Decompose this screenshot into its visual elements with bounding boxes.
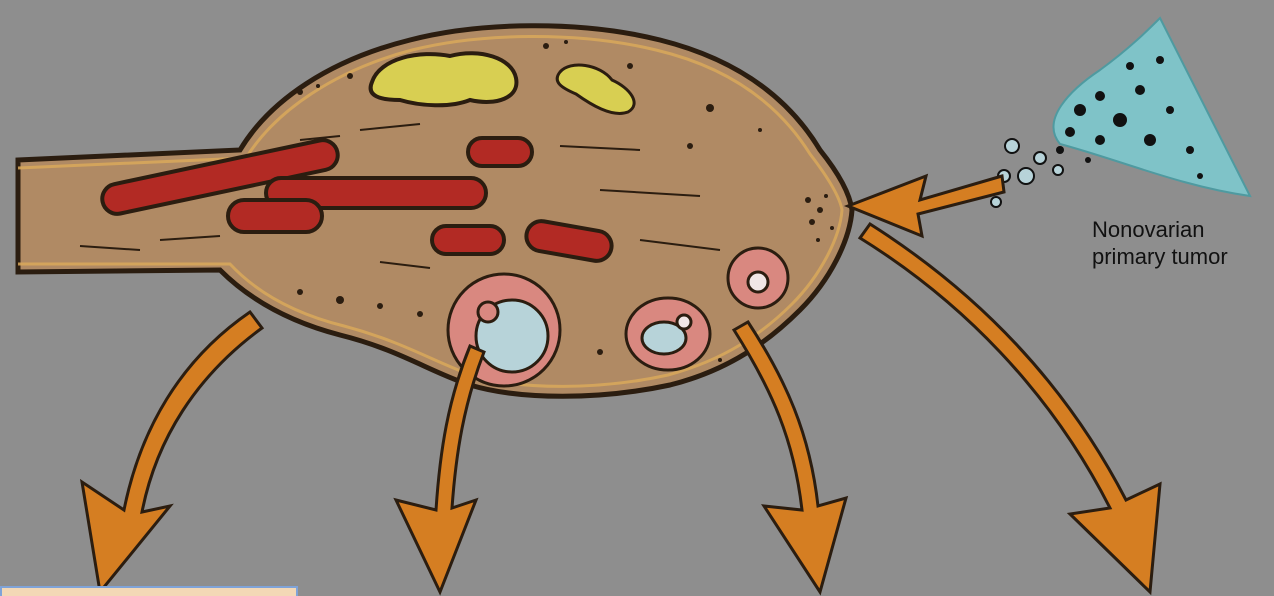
- arrow-down-3: [734, 322, 846, 592]
- tumor-label: Nonovarian primary tumor: [1092, 216, 1274, 270]
- arrow-down-4: [860, 224, 1160, 592]
- arrow-down-1: [82, 312, 262, 592]
- tumor-label-line-2: primary tumor: [1092, 243, 1274, 270]
- tumor-spread-cells: [991, 139, 1063, 207]
- corpus-luteum: [371, 53, 517, 105]
- arrow-down-2: [396, 346, 484, 592]
- tumor-label-line-1: Nonovarian: [1092, 216, 1274, 243]
- corner-caption-box: [0, 586, 298, 596]
